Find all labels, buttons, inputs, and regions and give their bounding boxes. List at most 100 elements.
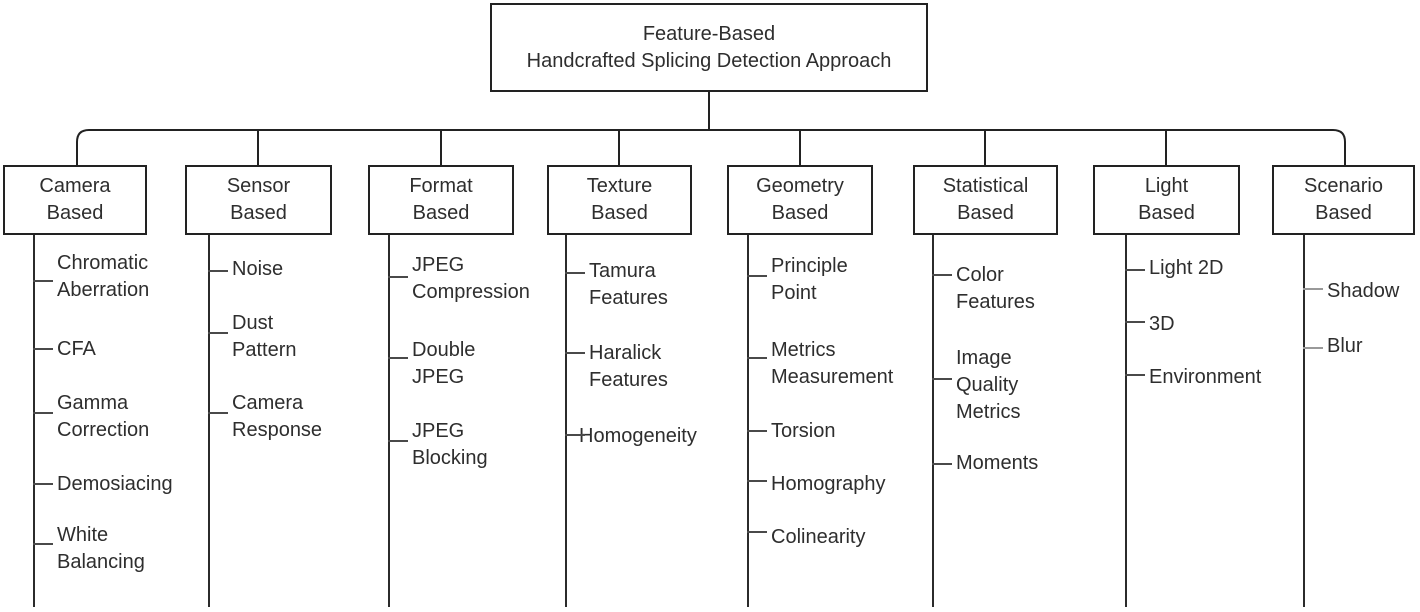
branch-line-light [1125,235,1127,607]
branch-tick [747,275,767,277]
leaf-node-principle-point: Principle Point [747,253,848,307]
category-node-sensor-based: Sensor Based [185,165,332,235]
leaf-label: Homography [771,473,886,495]
leaf-node-noise: Noise [208,256,283,283]
leaf-label: Color Features [956,264,1035,313]
leaf-label: Double JPEG [412,339,476,388]
category-label: Texture Based [586,175,653,224]
leaf-node-double-jpeg: Double JPEG [388,337,475,391]
branch-tick [208,270,228,272]
branch-line-sensor [208,235,210,607]
branch-tick [565,352,585,354]
branch-tick [1125,374,1145,376]
leaf-node-homography: Homography [747,471,886,498]
branch-line-scenario [1303,235,1305,607]
leaf-node-gamma-correction: Gamma Correction [33,390,149,444]
branch-line-texture [565,235,567,607]
leaf-node-chromatic-aberration: Chromatic Aberration [33,250,149,304]
leaf-node-homogeneity: Homogeneity [565,423,697,450]
category-label: Sensor Based [226,175,291,224]
category-node-statistical-based: Statistical Based [913,165,1058,235]
leaf-label: Principle Point [771,255,848,304]
leaf-node-cfa: CFA [33,336,96,363]
branch-tick [932,463,952,465]
branch-tick [208,332,228,334]
leaf-label: Environment [1149,366,1262,388]
category-node-format-based: Format Based [368,165,514,235]
branch-tick [565,434,585,436]
category-label: Statistical Based [942,175,1029,224]
branch-tick [33,483,53,485]
category-node-geometry-based: Geometry Based [727,165,873,235]
branch-tick [747,357,767,359]
leaf-label: Blur [1327,335,1363,357]
leaf-label: Tamura Features [589,260,668,309]
leaf-node-3d: 3D [1125,311,1175,338]
category-label: Geometry Based [756,175,844,224]
branch-tick [1125,269,1145,271]
horizontal-bus-line [76,129,1346,165]
branch-line-camera [33,235,35,607]
leaf-node-tamura-features: Tamura Features [565,258,668,312]
leaf-label: Metrics Measurement [771,339,894,388]
leaf-label: 3D [1149,313,1175,335]
leaf-label: Demosiacing [57,473,173,495]
leaf-label: JPEG Blocking [412,420,488,469]
leaf-label: White Balancing [57,524,145,573]
leaf-label: Gamma Correction [57,392,150,441]
leaf-label: Dust Pattern [232,312,297,361]
branch-tick [388,440,408,442]
category-node-light-based: Light Based [1093,165,1240,235]
leaf-label: CFA [57,338,96,360]
branch-tick [747,480,767,482]
branch-tick [1303,347,1323,349]
leaf-node-blur: Blur [1303,333,1363,360]
leaf-node-color-features: Color Features [932,262,1035,316]
root-node-label: Feature-Based Handcrafted Splicing Detec… [526,22,892,72]
branch-tick [33,280,53,282]
category-label: Scenario Based [1304,175,1383,224]
branch-tick [33,348,53,350]
branch-line-geometry [747,235,749,607]
branch-tick [33,543,53,545]
branch-tick [1303,288,1323,290]
leaf-label: Homogeneity [579,425,697,447]
branch-tick [932,274,952,276]
leaf-node-camera-response: Camera Response [208,390,322,444]
category-label: Camera Based [39,175,111,224]
leaf-node-white-balancing: White Balancing [33,522,145,576]
leaf-node-jpeg-blocking: JPEG Blocking [388,418,488,472]
leaf-label: Torsion [771,420,836,442]
category-label: Format Based [409,175,473,224]
category-node-scenario-based: Scenario Based [1272,165,1415,235]
category-label: Light Based [1138,175,1195,224]
category-node-texture-based: Texture Based [547,165,692,235]
branch-tick [747,430,767,432]
leaf-node-jpeg-compression: JPEG Compression [388,252,530,306]
branch-tick [932,378,952,380]
leaf-label: Noise [232,258,284,280]
leaf-label: Camera Response [232,392,323,441]
leaf-node-haralick-features: Haralick Features [565,340,668,394]
leaf-node-image-quality-metrics: Image Quality Metrics [932,345,1020,426]
leaf-label: Light 2D [1149,257,1224,279]
leaf-node-shadow: Shadow [1303,278,1399,305]
leaf-node-environment: Environment [1125,364,1261,391]
leaf-label: Haralick Features [589,342,668,391]
leaf-label: Chromatic Aberration [57,252,150,301]
root-node: Feature-Based Handcrafted Splicing Detec… [490,3,928,92]
branch-tick [565,272,585,274]
branch-tick [388,357,408,359]
branch-tick [208,412,228,414]
leaf-node-metrics-measurement: Metrics Measurement [747,337,893,391]
leaf-node-dust-pattern: Dust Pattern [208,310,296,364]
branch-tick [388,276,408,278]
leaf-label: JPEG Compression [412,254,530,303]
branch-tick [33,412,53,414]
leaf-label: Shadow [1327,280,1400,302]
leaf-label: Moments [956,452,1039,474]
branch-tick [1125,321,1145,323]
leaf-label: Image Quality Metrics [956,347,1021,423]
branch-line-format [388,235,390,607]
